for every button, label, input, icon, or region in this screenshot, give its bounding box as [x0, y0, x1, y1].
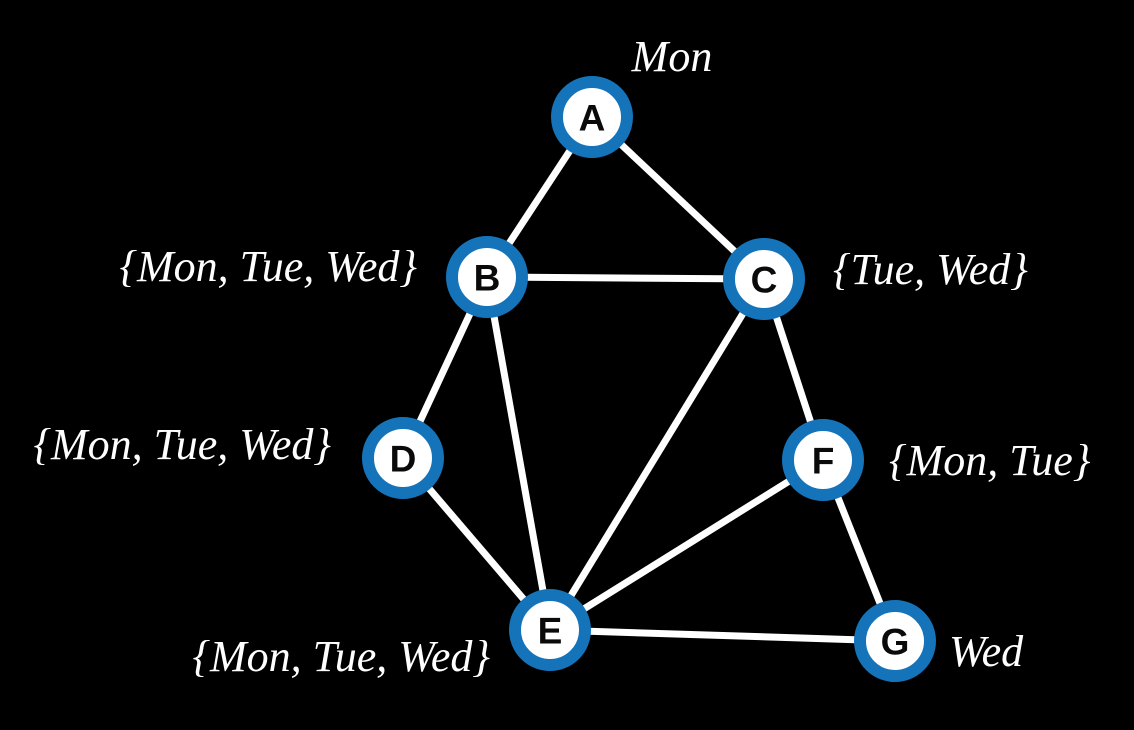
node-A-letter: A [579, 98, 606, 139]
node-G-domain-label: Wed [949, 627, 1024, 676]
node-C-letter: C [751, 260, 778, 301]
node-G-circle [854, 600, 936, 682]
node-B-circle [446, 236, 528, 318]
node-B: B [446, 236, 528, 318]
node-E-letter: E [538, 611, 563, 652]
node-A-domain-label: Mon [631, 32, 713, 81]
node-E: E [509, 589, 591, 671]
edge-B-C [483, 273, 768, 283]
node-F-circle [782, 419, 864, 501]
node-B-letter: B [474, 258, 501, 299]
edge-E-G [546, 626, 899, 645]
node-C-circle [723, 238, 805, 320]
node-D-letter: D [390, 439, 417, 480]
node-B-domain-label: {Mon, Tue, Wed} [119, 242, 417, 291]
node-G-letter: G [881, 622, 910, 663]
node-F-domain-label: {Mon, Tue} [889, 436, 1091, 485]
node-C-domain-label: {Tue, Wed} [833, 245, 1028, 294]
node-A-circle [551, 76, 633, 158]
edge-E-F [546, 456, 827, 634]
edge-B-E [483, 273, 554, 634]
node-D-domain-label: {Mon, Tue, Wed} [33, 420, 331, 469]
node-G: G [854, 600, 936, 682]
node-D: D [362, 417, 444, 499]
node-F-letter: F [812, 441, 835, 482]
node-E-domain-label: {Mon, Tue, Wed} [192, 632, 490, 681]
node-D-circle [362, 417, 444, 499]
node-F: F [782, 419, 864, 501]
node-C: C [723, 238, 805, 320]
node-A: A [551, 76, 633, 158]
node-E-circle [509, 589, 591, 671]
edge-C-E [546, 275, 768, 634]
